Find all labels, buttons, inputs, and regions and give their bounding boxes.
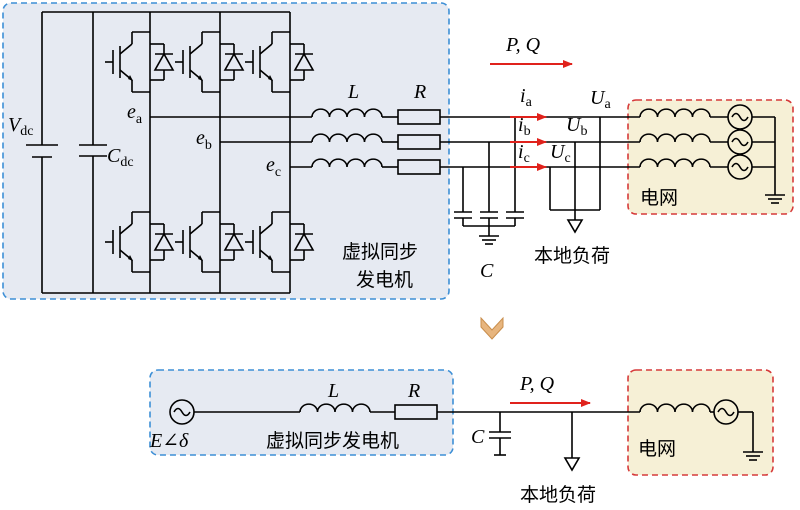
diode-icon	[290, 223, 315, 261]
label-vdc: Vdc	[8, 114, 33, 139]
diode-icon	[150, 43, 175, 81]
filter-resistors	[397, 109, 441, 175]
label-source: E∠δ	[149, 430, 189, 452]
igbt-switch-icon	[245, 211, 315, 273]
label-load-bottom: 本地负荷	[520, 484, 596, 506]
label-cdc: Cdc	[107, 145, 134, 170]
label-resistor-top: R	[413, 81, 426, 103]
igbt-switch-icon	[105, 31, 175, 93]
label-inductor-bottom: L	[327, 380, 339, 402]
inductor-icon	[639, 403, 711, 413]
inductor-icon	[311, 133, 383, 143]
filter-capacitors	[454, 117, 524, 245]
label-ea: ea	[127, 101, 143, 127]
filter-inductors	[311, 108, 383, 168]
grid-box	[627, 99, 794, 215]
ac-source-icon	[169, 399, 195, 425]
label-resistor-bottom: R	[407, 380, 420, 402]
label-ec: ec	[266, 154, 281, 180]
capacitor-icon	[489, 412, 511, 456]
label-ib: ib	[518, 114, 531, 139]
current-arrows	[510, 113, 547, 171]
label-vsg-bottom: 虚拟同步发电机	[266, 430, 399, 452]
label-grid-top: 电网	[640, 187, 678, 209]
label-capacitor-bottom: C	[471, 426, 485, 448]
label-vsg-line1: 虚拟同步	[342, 241, 418, 263]
bottom-line	[194, 411, 763, 461]
label-uc: Uc	[550, 141, 571, 166]
grid-inductors	[639, 108, 711, 168]
igbt-switch-icon	[245, 31, 315, 93]
dc-bus	[26, 11, 291, 294]
label-ua: Ua	[590, 87, 611, 112]
label-ub: Ub	[566, 114, 587, 139]
label-grid-bottom: 电网	[638, 438, 676, 460]
inductor-icon	[639, 133, 711, 143]
label-ic: ic	[518, 141, 530, 166]
inductor-icon	[299, 403, 371, 413]
down-arrow-icon	[480, 316, 504, 340]
inductor-icon	[639, 158, 711, 168]
local-load-top	[549, 117, 601, 234]
igbt-switches	[105, 31, 315, 273]
label-pq-bottom: P, Q	[519, 373, 555, 395]
inductor-icon	[639, 108, 711, 118]
igbt-switch-icon	[175, 211, 245, 273]
diode-icon	[150, 223, 175, 261]
vsg-box	[2, 2, 450, 300]
label-pq-top: P, Q	[505, 34, 541, 56]
diode-icon	[220, 223, 245, 261]
igbt-switch-icon	[175, 31, 245, 93]
grid-box-bottom	[627, 369, 774, 476]
grid-neutral	[752, 116, 785, 204]
label-capacitor-top: C	[480, 260, 494, 282]
label-ia: ia	[520, 85, 533, 110]
resistor-icon	[394, 404, 438, 420]
inductor-icon	[311, 158, 383, 168]
label-load-top: 本地负荷	[534, 245, 610, 267]
bottom-inductors	[299, 403, 711, 413]
diode-icon	[290, 43, 315, 81]
label-vsg-line2: 发电机	[356, 269, 413, 291]
diode-icon	[220, 43, 245, 81]
igbt-switch-icon	[105, 211, 175, 273]
grid-source-bottom	[713, 399, 739, 425]
load-arrow-icon	[563, 412, 581, 472]
inductor-icon	[311, 108, 383, 118]
label-inductor-top: L	[347, 81, 359, 103]
label-eb: eb	[196, 127, 212, 153]
